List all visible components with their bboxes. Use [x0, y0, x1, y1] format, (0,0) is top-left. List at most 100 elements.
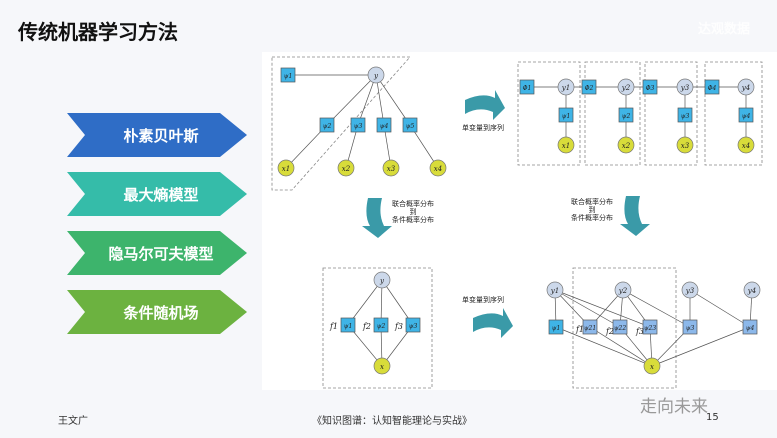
variable-node [676, 78, 694, 96]
brand-logo: 达观数据 [698, 22, 751, 37]
node-label: Φ1 [523, 85, 532, 92]
factor-node [373, 317, 389, 333]
variable-node [737, 136, 755, 154]
slide-title: 传统机器学习方法 [18, 20, 178, 44]
method-label: 最大熵模型 [123, 185, 199, 204]
factor-node [548, 319, 564, 335]
arrow-right-icon [473, 308, 513, 338]
node-label: Φ4 [708, 85, 717, 92]
factor-node [618, 107, 634, 123]
node-label: x1 [562, 142, 570, 150]
node-label: ψ1 [562, 113, 571, 120]
dashed-group [572, 267, 677, 389]
edge [375, 74, 385, 126]
factor-node [402, 117, 418, 133]
method-crf: 条件随机场 [67, 290, 247, 334]
node-label: f3 [635, 327, 644, 336]
node-label: ψ3 [686, 325, 695, 332]
variable-node [546, 281, 564, 299]
annotation-label: 联合概率分布 [571, 197, 613, 206]
annotation-label: 单变量到序列 [462, 295, 504, 304]
annotation-label: 到 [589, 206, 596, 214]
factor-node [280, 67, 296, 83]
edge [554, 289, 621, 328]
footer-book: 《知识图谱：认知智能理论与实战》 [312, 416, 472, 427]
edge [589, 326, 653, 367]
dashed-group [517, 61, 581, 166]
arrow-right-icon [465, 90, 505, 120]
node-label: x [650, 363, 654, 371]
factor-node [519, 79, 535, 95]
variable-node [373, 357, 391, 375]
factor-node [642, 79, 658, 95]
annotation-label: 到 [410, 208, 417, 216]
node-label: ψ2 [377, 323, 386, 330]
variable-node [617, 78, 635, 96]
footer-author: 王文广 [58, 416, 88, 427]
node-label: x2 [342, 165, 351, 173]
node-label: ψ23 [644, 325, 657, 332]
method-hmm: 隐马尔可夫模型 [67, 231, 247, 275]
node-label: ψ4 [380, 123, 389, 130]
node-label: f2 [605, 327, 614, 336]
node-label: ψ3 [354, 123, 363, 130]
variable-node [277, 159, 295, 177]
edge [375, 74, 411, 126]
node-label: f2 [362, 322, 371, 331]
edge [347, 279, 383, 326]
method-label: 朴素贝叶斯 [123, 126, 199, 145]
arrow-down-icon [362, 198, 392, 238]
node-label: f1 [575, 325, 584, 334]
node-label: ψ1 [344, 323, 353, 330]
node-label: x3 [681, 142, 690, 150]
annotation-label: 联合概率分布 [392, 199, 434, 208]
annotation-label: 条件概率分布 [392, 215, 434, 224]
edge [357, 74, 377, 126]
variable-node [681, 281, 699, 299]
edge [622, 289, 691, 328]
edge [555, 326, 653, 367]
edge [381, 279, 414, 326]
node-label: y1 [561, 84, 570, 92]
arrow-down-icon [620, 196, 650, 236]
node-label: x [380, 363, 384, 371]
method-label: 隐马尔可夫模型 [108, 244, 214, 263]
factor-node [582, 319, 598, 335]
factor-node [677, 107, 693, 123]
annotation-label: 单变量到序列 [462, 123, 504, 132]
node-label: ψ2 [323, 123, 332, 130]
dashed-group [322, 267, 433, 389]
variable-node [382, 159, 400, 177]
node-label: Φ2 [585, 85, 594, 92]
factor-node [642, 319, 658, 335]
method-label: 条件随机场 [123, 303, 199, 322]
node-label: ψ3 [409, 323, 418, 330]
variable-node [557, 136, 575, 154]
factor-node [558, 107, 574, 123]
node-label: y2 [621, 84, 631, 92]
variable-node [337, 159, 355, 177]
node-label: x4 [434, 165, 442, 173]
variable-node [367, 66, 385, 84]
annotation-label: 条件概率分布 [571, 213, 613, 222]
node-label: ψ3 [681, 113, 690, 120]
variable-node [614, 281, 632, 299]
node-label: y3 [680, 84, 690, 92]
node-label: x3 [387, 165, 396, 173]
edge [326, 74, 377, 126]
node-label: y4 [741, 84, 750, 92]
factor-node [581, 79, 597, 95]
node-label: y2 [618, 287, 628, 295]
edge [554, 289, 651, 328]
dashed-group [704, 61, 763, 166]
factor-node [742, 319, 758, 335]
node-label: y3 [685, 287, 695, 295]
node-label: ψ4 [746, 325, 755, 332]
edge [689, 289, 751, 328]
variable-node [557, 78, 575, 96]
node-label: x1 [282, 165, 290, 173]
variable-node [373, 271, 391, 289]
node-label: y1 [550, 287, 559, 295]
variable-node [676, 136, 694, 154]
